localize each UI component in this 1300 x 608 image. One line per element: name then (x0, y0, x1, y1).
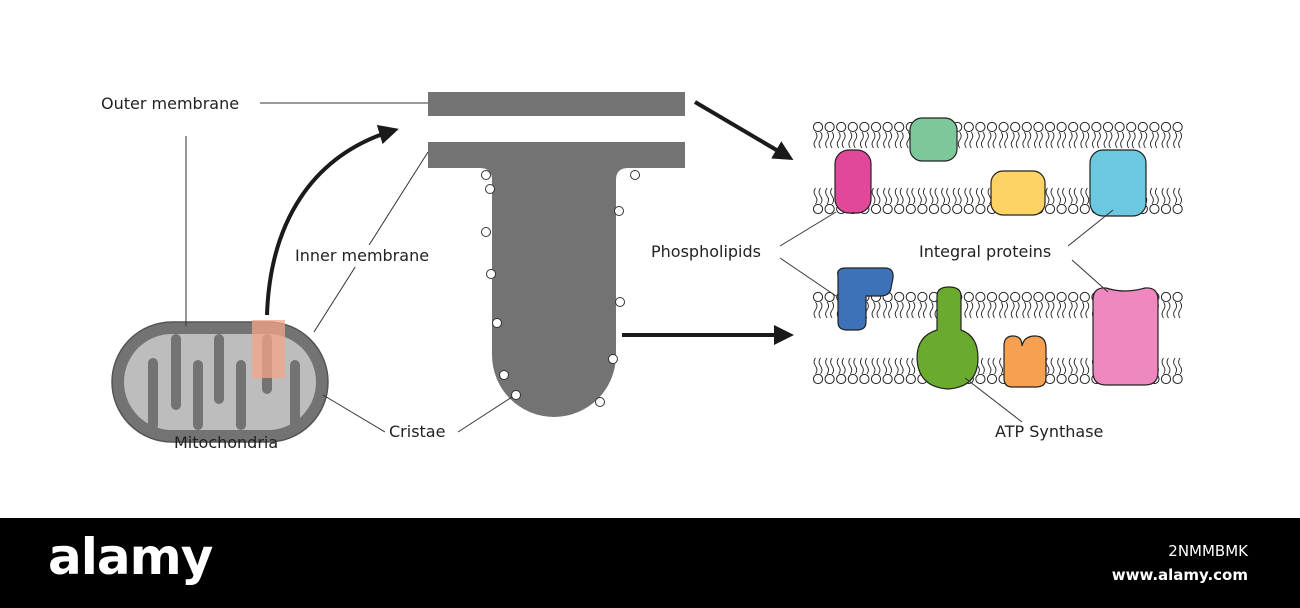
atp-synthase-label: ATP Synthase (995, 422, 1103, 441)
arrow-to-outer-detail (693, 100, 794, 161)
pink-protein (1092, 287, 1159, 386)
outer-membrane-label: Outer membrane (101, 94, 239, 113)
phospholipids-label: Phospholipids (651, 242, 761, 261)
atp-synthase-protein (916, 286, 979, 390)
footer-bar: alamy 2NMMBMK www.alamy.com (0, 518, 1300, 608)
outer-membrane-bar (428, 92, 685, 116)
image-id: 2NMMBMK (1168, 542, 1248, 560)
crista-particles (481, 170, 640, 407)
leader-lines (185, 102, 1114, 433)
mitochondria-diagram: Outer membrane Inner membrane Mitochondr… (101, 92, 1183, 452)
brand-logo: alamy (48, 528, 213, 586)
green-protein (909, 117, 958, 162)
yellow-protein (990, 170, 1046, 216)
cristae-label: Cristae (389, 422, 445, 441)
site-url: www.alamy.com (1111, 566, 1248, 584)
diagram-canvas: Outer membrane Inner membrane Mitochondr… (101, 92, 1183, 452)
integral-proteins-top (834, 117, 1147, 217)
magenta-protein (834, 149, 872, 214)
inner-membrane-fold (428, 142, 685, 417)
zoom-highlight (252, 320, 285, 378)
integral-proteins-label: Integral proteins (919, 242, 1051, 261)
mitochondria-label: Mitochondria (174, 433, 278, 452)
inner-membrane-label: Inner membrane (295, 246, 429, 265)
cyan-protein (1089, 149, 1147, 217)
orange-protein (1003, 335, 1047, 388)
zoom-arrow (265, 124, 399, 316)
mitochondrion-shape (111, 320, 329, 443)
integral-proteins-bottom (837, 267, 1159, 390)
blue-protein (837, 267, 894, 331)
